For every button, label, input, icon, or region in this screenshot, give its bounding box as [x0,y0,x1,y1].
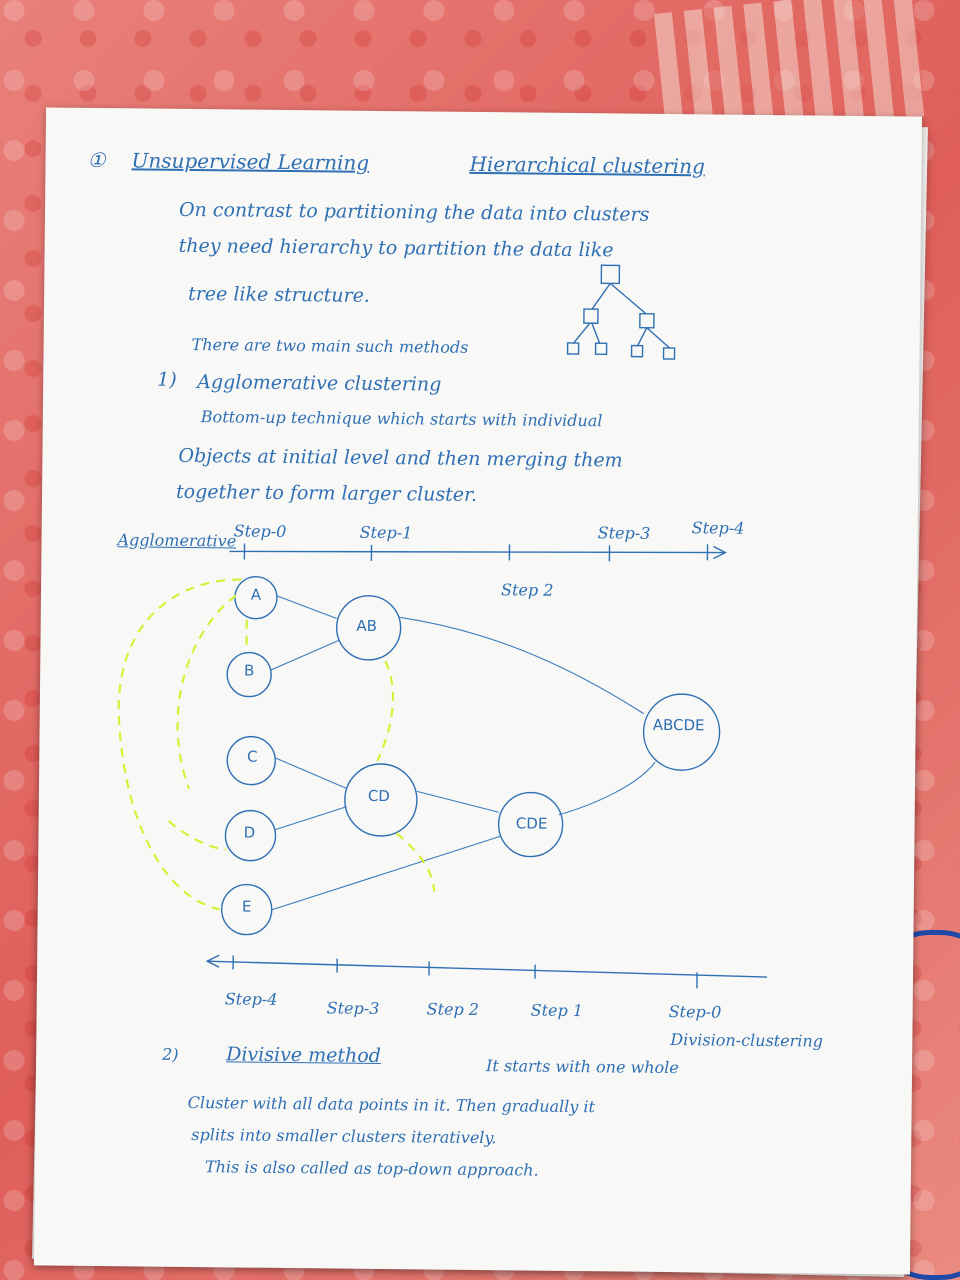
hierarchy-drawing [117,264,768,989]
node-b-circle [226,651,272,698]
node-abcde-circle [642,693,721,771]
highlighter-arrows [117,578,435,911]
node-cde-circle [497,791,564,858]
tree-sketch [566,264,676,360]
tree-leaf-box [594,342,608,356]
node-cd-circle [344,763,418,837]
dendrogram-links [270,595,656,911]
tree-box [639,312,655,329]
node-a-circle [234,575,278,620]
node-d-circle [224,809,277,862]
node-e-circle [220,883,273,936]
top-step-axis [229,543,728,562]
tree-leaf-box [566,342,580,355]
notebook-page: ① Unsupervised Learning Hierarchical clu… [33,107,923,1275]
tree-root-box [600,264,621,285]
dendrogram-nodes [220,575,721,936]
tree-leaf-box [630,344,644,358]
bottom-step-axis [205,954,768,989]
node-c-circle [226,735,276,786]
node-ab-circle [335,595,402,661]
tree-box [583,308,599,324]
tree-leaf-box [662,347,676,360]
